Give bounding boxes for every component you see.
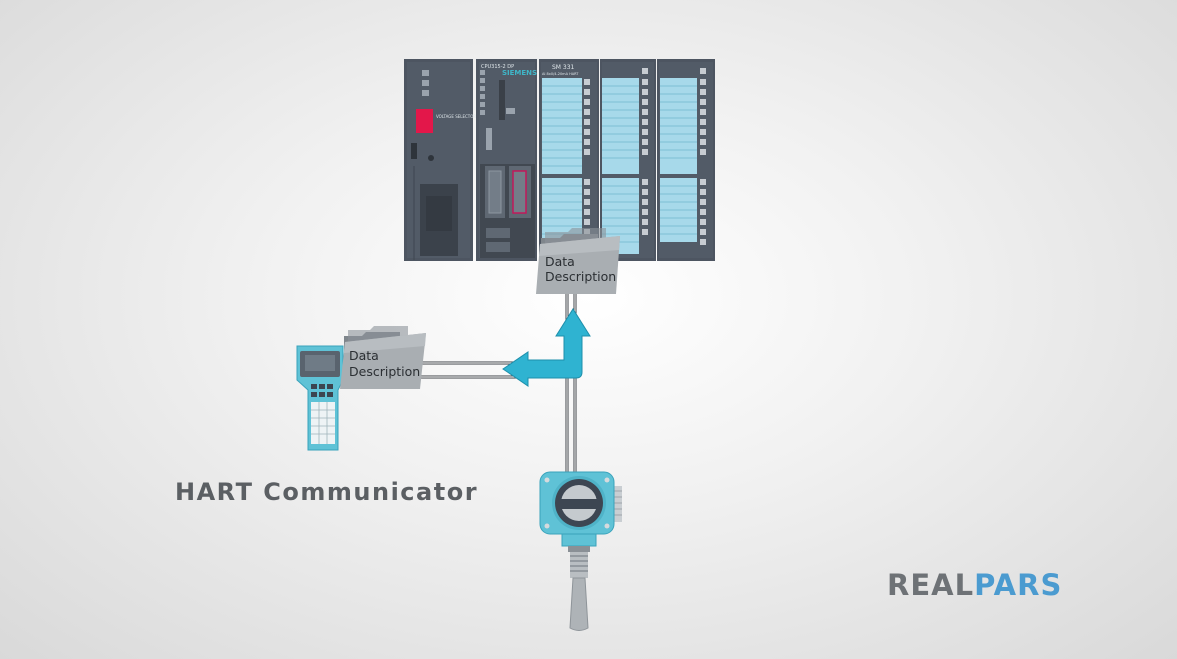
folder-top-line2: Description [545, 269, 616, 284]
loop-wires [410, 292, 577, 488]
cpu-label: CPU315-2 DP [481, 64, 514, 70]
data-description-folder-top: Data Description [536, 228, 620, 294]
io-module-4 [600, 59, 656, 261]
realpars-logo: REALPARS [887, 568, 1062, 602]
folder-top-line1: Data [545, 254, 575, 269]
io-module-5 [657, 59, 715, 261]
cpu-module: CPU315-2 DP SIEMENS [476, 59, 537, 261]
logo-part-pars: PARS [974, 568, 1063, 602]
logo-part-real: REAL [887, 568, 975, 602]
analog-input-module: SM 331 AI 8x0/4-20mA HART [539, 59, 599, 261]
field-transmitter [539, 471, 622, 631]
folder-left-line1: Data [349, 348, 379, 363]
data-flow-arrow [502, 308, 591, 387]
module-label: SM 331 [552, 64, 575, 71]
power-supply-module: VOLTAGE SELECTOR [404, 59, 476, 261]
siemens-brand: SIEMENS [502, 69, 537, 77]
module-sublabel: AI 8x0/4-20mA HART [542, 72, 579, 76]
data-description-folder-left: Data Description [340, 326, 426, 389]
voltage-selector-switch [416, 109, 433, 133]
hart-communicator-device [296, 345, 344, 451]
plc-rack: VOLTAGE SELECTOR CPU315-2 DP SIEMENS [404, 59, 715, 261]
folder-left-line2: Description [349, 364, 420, 379]
psu-label: VOLTAGE SELECTOR [436, 114, 476, 119]
hart-communicator-label: HART Communicator [175, 478, 479, 506]
